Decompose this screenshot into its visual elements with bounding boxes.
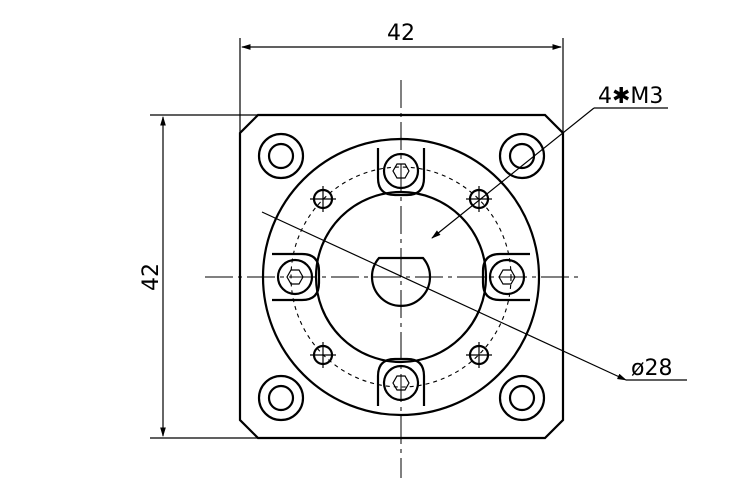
cap-screw-top (382, 152, 420, 190)
cap-screw-bottom (382, 364, 420, 402)
boss-inner-circle (314, 190, 488, 364)
shaft-bore (370, 256, 432, 307)
m3-callout-leader: 4✱M3 (431, 84, 668, 239)
m3-callout-label: 4✱M3 (598, 84, 663, 109)
diameter-callout-label: ø28 (631, 356, 672, 381)
height-label: 42 (139, 263, 164, 291)
counterbore-pockets (272, 148, 530, 406)
boss-outer-circle (261, 137, 541, 417)
corner-hole-bottom-right (498, 374, 546, 422)
m3-hole-bottom-left (310, 342, 336, 368)
width-label: 42 (387, 21, 415, 46)
corner-hole-top-right (498, 132, 546, 180)
m3-hole-top-right (466, 186, 492, 212)
height-dimension: 42 (139, 114, 258, 439)
pitch-circle (290, 166, 512, 388)
width-dimension: 42 (239, 21, 564, 132)
m3-hole-top-left (310, 186, 336, 212)
m3-hole-bottom-right (466, 342, 492, 368)
diameter-callout-leader: ø28 (261, 211, 687, 381)
cap-screw-right (488, 258, 526, 296)
corner-hole-bottom-left (257, 374, 305, 422)
cap-screw-left (276, 258, 314, 296)
corner-hole-top-left (257, 132, 305, 180)
flange-outline (238, 113, 565, 440)
